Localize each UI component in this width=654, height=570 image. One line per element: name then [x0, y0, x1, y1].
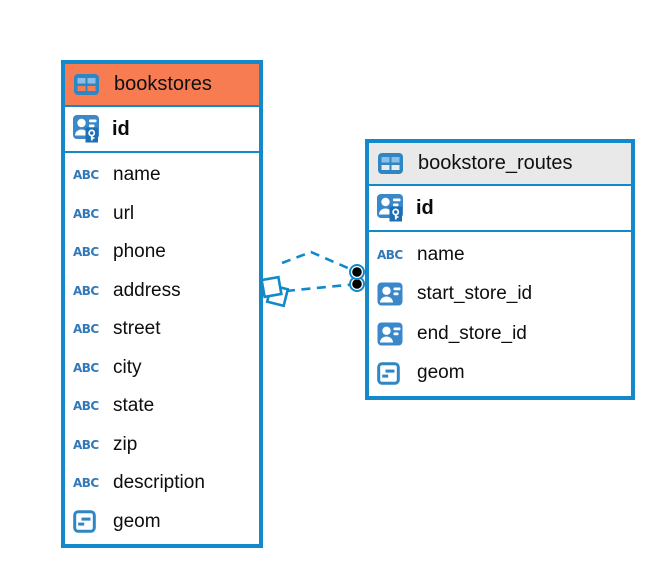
- relationship-connector[interactable]: [250, 235, 380, 315]
- column-row-street[interactable]: ABC street: [65, 310, 259, 349]
- column-name: zip: [113, 433, 138, 455]
- column-name: city: [113, 356, 142, 378]
- pk-row-bookstores-id[interactable]: id: [65, 107, 259, 153]
- column-name: address: [113, 279, 181, 301]
- table-node-bookstores[interactable]: bookstores id ABC name ABC url: [61, 60, 263, 548]
- table-node-bookstore-routes[interactable]: bookstore_routes id ABC name: [365, 139, 635, 400]
- table-title: bookstore_routes: [418, 152, 573, 174]
- column-name: name: [417, 243, 465, 265]
- column-row-end-store-id[interactable]: end_store_id: [369, 314, 631, 354]
- column-row-name[interactable]: ABC name: [65, 156, 259, 195]
- primary-key-icon: [376, 193, 407, 223]
- pk-column-name: id: [112, 117, 130, 140]
- primary-key-icon: [72, 114, 103, 144]
- column-row-state[interactable]: ABC state: [65, 387, 259, 426]
- table-icon: [378, 153, 409, 174]
- reference-type-icon: [377, 322, 408, 346]
- relationship-line-upper[interactable]: [281, 250, 358, 274]
- column-name: geom: [113, 510, 161, 532]
- table-header-bookstore-routes[interactable]: bookstore_routes: [369, 143, 631, 186]
- pk-column-name: id: [416, 196, 434, 219]
- column-row-city[interactable]: ABC city: [65, 349, 259, 388]
- column-row-zip[interactable]: ABC zip: [65, 426, 259, 465]
- text-type-icon: ABC: [73, 168, 99, 183]
- column-name: description: [113, 472, 205, 494]
- table-header-bookstores[interactable]: bookstores: [65, 64, 259, 107]
- column-row-geom[interactable]: geom: [369, 354, 631, 394]
- text-type-icon: ABC: [73, 476, 99, 491]
- column-list-routes: ABC name start_store_id: [369, 232, 631, 396]
- column-row-url[interactable]: ABC url: [65, 195, 259, 234]
- column-row-description[interactable]: ABC description: [65, 464, 259, 503]
- table-title: bookstores: [114, 73, 212, 95]
- text-type-icon: ABC: [377, 247, 403, 262]
- column-list-bookstores: ABC name ABC url ABC phone ABC address A…: [65, 153, 259, 544]
- text-type-icon: ABC: [73, 245, 99, 260]
- table-icon: [74, 74, 105, 95]
- text-type-icon: ABC: [73, 283, 99, 298]
- column-row-phone[interactable]: ABC phone: [65, 233, 259, 272]
- column-name: end_store_id: [417, 322, 527, 344]
- column-name: state: [113, 395, 155, 417]
- column-name: url: [113, 202, 135, 224]
- column-row-name[interactable]: ABC name: [369, 235, 631, 275]
- column-name: geom: [417, 362, 465, 384]
- relationship-diamond-marker: [260, 275, 283, 299]
- column-row-address[interactable]: ABC address: [65, 272, 259, 311]
- column-row-start-store-id[interactable]: start_store_id: [369, 275, 631, 315]
- column-name: start_store_id: [417, 283, 533, 305]
- column-name: street: [113, 318, 161, 340]
- text-type-icon: ABC: [73, 437, 99, 452]
- relationship-line-lower[interactable]: [285, 282, 358, 293]
- text-type-icon: ABC: [73, 360, 99, 375]
- column-name: phone: [113, 241, 166, 263]
- text-type-icon: ABC: [73, 399, 99, 414]
- reference-type-icon: [377, 282, 408, 306]
- text-type-icon: ABC: [73, 322, 99, 337]
- geometry-type-icon: [73, 510, 104, 534]
- pk-row-routes-id[interactable]: id: [369, 186, 631, 232]
- column-row-geom[interactable]: geom: [65, 503, 259, 542]
- column-name: name: [113, 164, 161, 186]
- geometry-type-icon: [377, 361, 408, 385]
- text-type-icon: ABC: [73, 206, 99, 221]
- relationship-dot-marker: [349, 264, 365, 280]
